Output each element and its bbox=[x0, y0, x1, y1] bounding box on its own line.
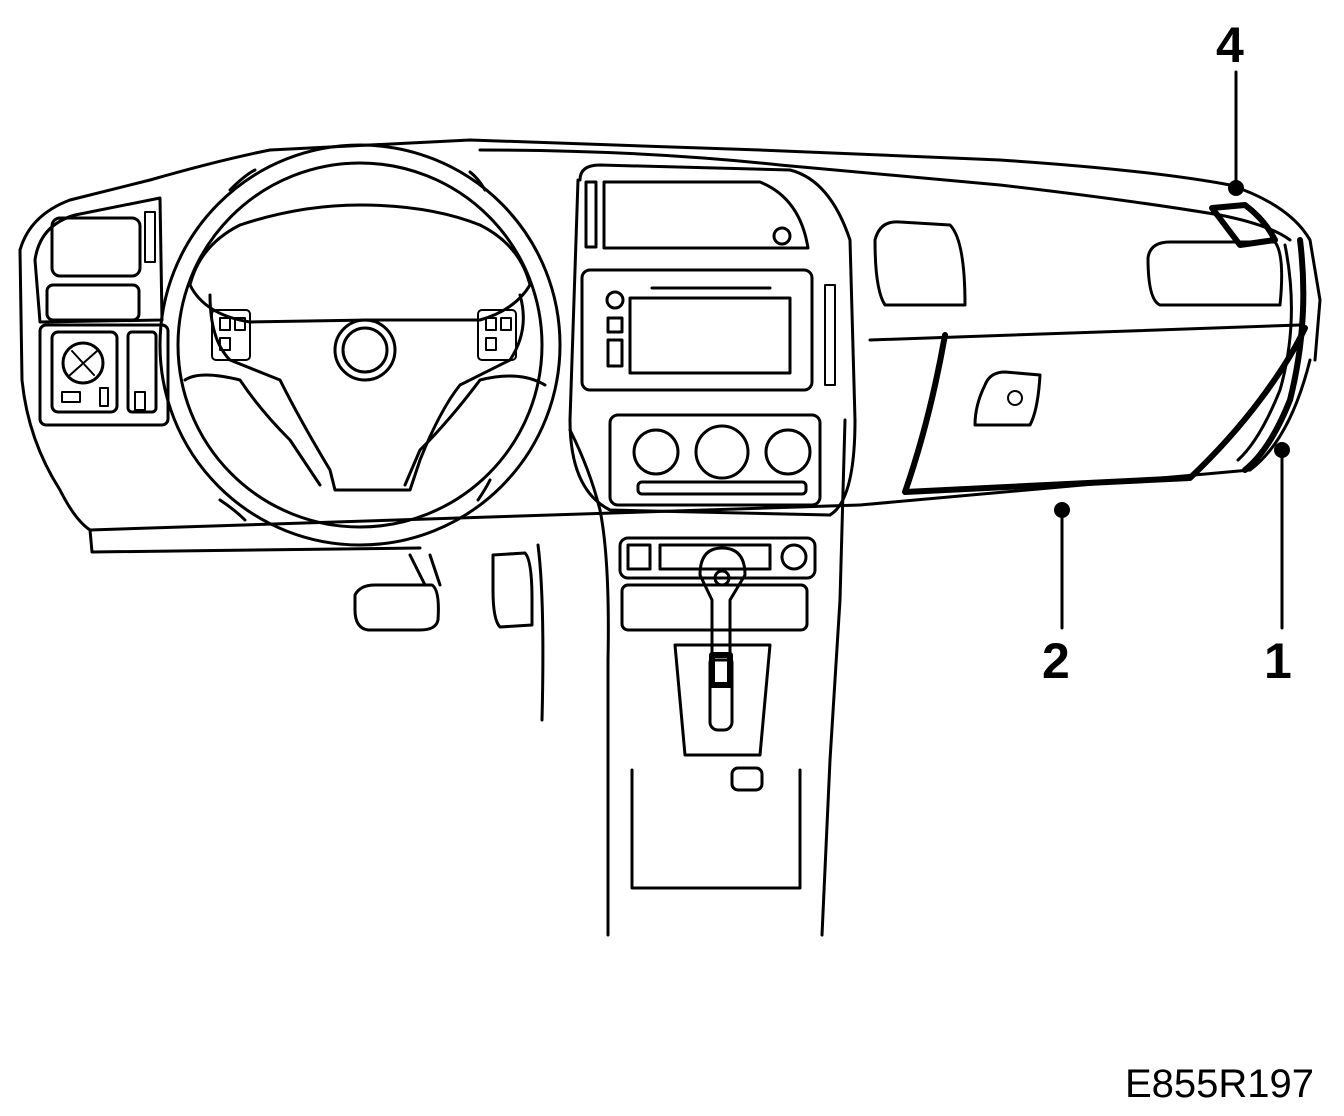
callout-label-1: 1 bbox=[1264, 633, 1292, 689]
callout-4-dot bbox=[1228, 180, 1244, 196]
callout-leaders bbox=[1054, 70, 1290, 630]
instrument-cluster bbox=[33, 196, 170, 427]
center-stack bbox=[568, 163, 857, 517]
callout-label-2: 2 bbox=[1042, 633, 1070, 689]
callout-2-dot bbox=[1054, 502, 1070, 518]
passenger-dash bbox=[868, 202, 1308, 495]
center-console bbox=[568, 418, 847, 937]
pedals bbox=[88, 528, 545, 722]
callout-label-4: 4 bbox=[1216, 17, 1244, 73]
steering-wheel bbox=[158, 143, 562, 547]
figure-id: E855R197 bbox=[1124, 1062, 1314, 1106]
callout-1-dot bbox=[1274, 442, 1290, 458]
